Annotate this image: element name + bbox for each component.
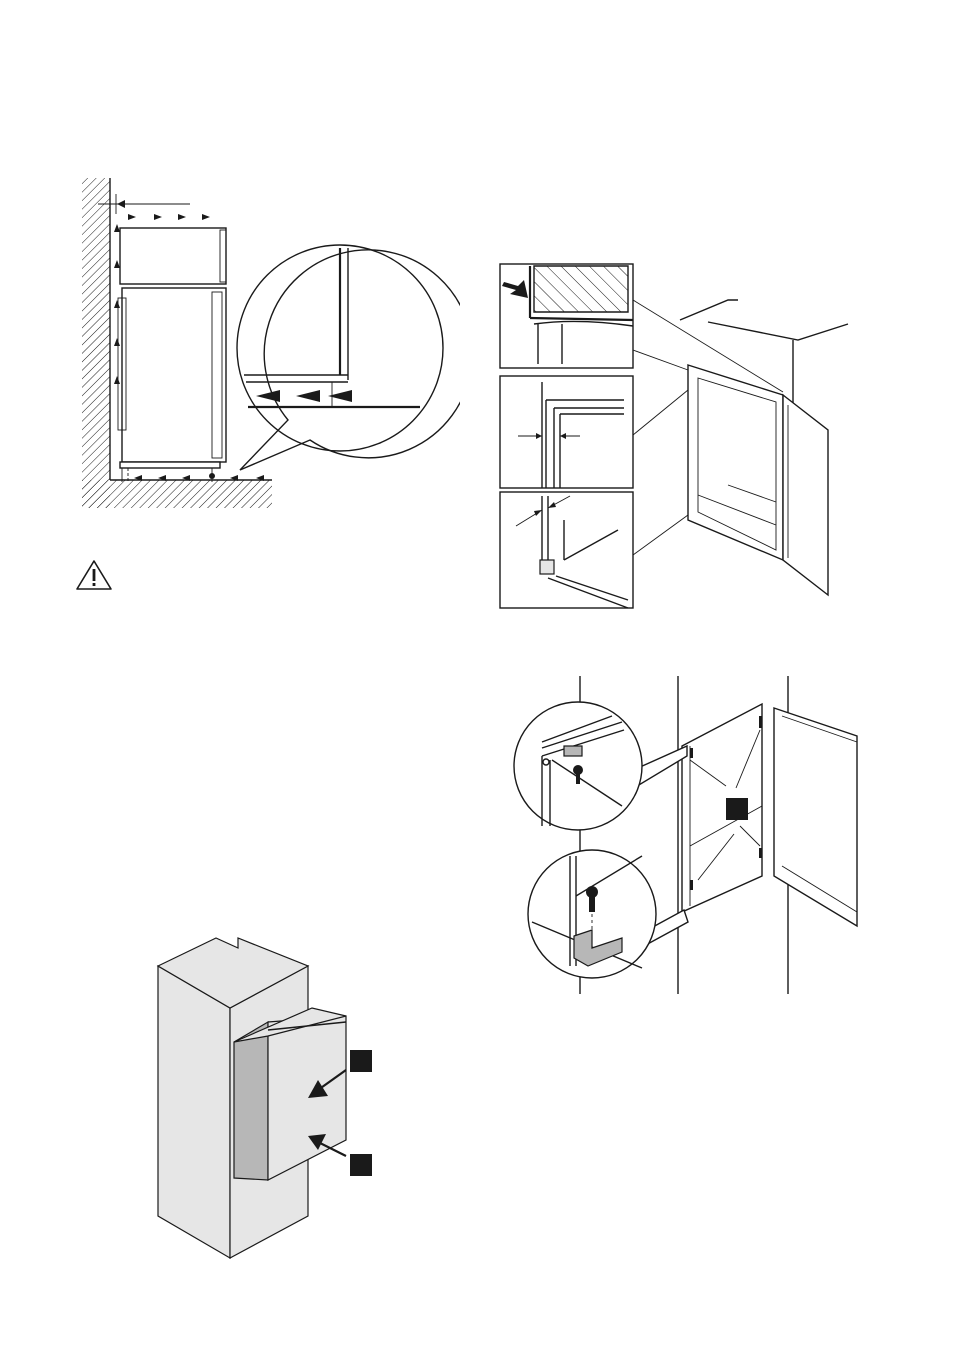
hinge-cover-screws-figure	[512, 676, 862, 996]
callout-label	[726, 798, 748, 820]
appliance-insertion-figure	[150, 930, 380, 1260]
detail-magnifier	[514, 702, 687, 830]
warning-triangle-icon	[74, 558, 114, 592]
door-seal-detail-figure	[498, 260, 858, 612]
detail-magnifier	[237, 245, 460, 470]
callout-label	[350, 1050, 372, 1176]
appliance	[234, 1008, 346, 1180]
detail-magnifier	[528, 850, 688, 978]
ventilation-side-view-figure	[70, 170, 460, 520]
wall-hatch	[82, 178, 110, 508]
warning-note	[74, 558, 114, 592]
